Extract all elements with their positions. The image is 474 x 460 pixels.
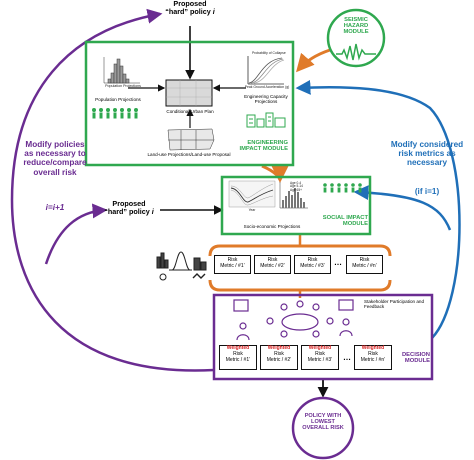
socioeconomic-bar-chart <box>279 182 308 209</box>
fragility-x-label: Peak Ground Acceleration (g) <box>244 85 290 89</box>
socioeconomic-label: Socio-economic Projections <box>243 224 301 229</box>
left-loop-text: Modify policies as necessary to reduce/c… <box>23 140 87 177</box>
weighted-metric-1-word: Risk <box>233 350 243 357</box>
weighted-metric-1-w: Weighted <box>226 345 250 351</box>
weighted-metric-2-label: Metric / #2’ <box>266 356 292 363</box>
risk-metric-2-word: Risk <box>267 257 278 263</box>
fragility-curves-chart <box>247 56 285 85</box>
legend-item-1: Age 0-4 <box>290 181 302 185</box>
weighted-metric-n-word: Risk <box>368 350 378 357</box>
risk-metric-3-label: Metric / #3’ <box>300 263 325 269</box>
decision-module-box <box>212 293 434 381</box>
population-axis-label: Population Projections <box>105 84 141 88</box>
landuse-map <box>167 128 215 151</box>
seismic-module-title: SEISMIC HAZARD MODULE <box>343 17 369 36</box>
left-loop-counter: i=i+1 <box>45 203 65 212</box>
landuse-label: Land-use Projections/Land-use Proposal <box>147 152 231 157</box>
decision-module-title: DECISION MODULE <box>401 352 430 365</box>
social-legend: Age 0-4 Age 5-14 Age 65+ <box>290 181 316 192</box>
engineering-building-icons <box>246 112 286 128</box>
risk-metric-3-word: Risk <box>307 257 318 263</box>
weighted-metric-3-w: Weighted <box>308 345 332 351</box>
legend-item-2: Age 5-14 <box>290 184 303 189</box>
seismic-to-engineering <box>296 48 331 73</box>
population-projections-label: Population Projections <box>95 97 141 102</box>
stakeholder-icons <box>233 299 354 341</box>
engineering-to-social <box>261 164 289 183</box>
right-loop-condition: (if i=1) <box>414 187 440 196</box>
socioeconomic-line-chart <box>228 180 276 208</box>
weighted-metric-2-w: Weighted <box>267 345 291 351</box>
top-policy-line1: Proposed <box>173 0 207 8</box>
right-loop-branch <box>353 185 452 231</box>
weighted-metrics-ellipsis: … <box>343 353 351 362</box>
stakeholder-label: Stakeholder Participation and Feedback <box>364 299 425 309</box>
fragility-y-label: Probability of Collapse <box>252 51 286 55</box>
risk-analysis-icons <box>156 251 207 281</box>
risk-metric-n: Risk Metric / #n’ <box>346 255 383 274</box>
weighted-metric-3-word: Risk <box>315 350 325 357</box>
weighted-metric-2: Weighted Risk Metric / #2’ <box>260 345 298 370</box>
risk-metric-3: Risk Metric / #3’ <box>294 255 331 274</box>
mid-policy-line2: “hard” policy i <box>104 206 154 216</box>
right-loop-text: Modify considered risk metrics as necess… <box>390 140 464 168</box>
engineering-module-box <box>84 40 295 167</box>
weighted-metric-1: Weighted Risk Metric / #1’ <box>219 345 257 370</box>
risk-metric-1-label: Metric / #1’ <box>220 263 245 269</box>
risk-metric-n-label: Metric / #n’ <box>352 263 377 269</box>
social-module-box <box>220 175 372 236</box>
seismic-wave-icon <box>336 43 376 61</box>
risk-metrics-brace-bottom <box>208 279 392 292</box>
weighted-metric-n-label: Metric / #n’ <box>360 356 386 363</box>
risk-metrics-brace-top <box>208 244 392 257</box>
social-module-title: SOCIAL IMPACT MODULE <box>322 215 368 228</box>
top-policy-line2: “hard” policy i <box>165 6 215 16</box>
urban-plan-label: Conditional Urban Plan <box>166 109 214 114</box>
risk-metrics-ellipsis: … <box>334 258 342 267</box>
mid-policy-label: Proposed “hard” policy i <box>98 200 160 215</box>
outcome-label: POLICY WITH LOWEST OVERALL RISK <box>302 413 344 431</box>
weighted-metric-n: Weighted Risk Metric / #n’ <box>354 345 392 370</box>
urban-plan-map <box>165 79 213 107</box>
engineering-module-title: ENGINEERING IMPACT MODULE <box>239 140 288 153</box>
weighted-metric-3-label: Metric / #3’ <box>307 356 333 363</box>
population-histogram <box>103 57 140 84</box>
risk-metric-1: Risk Metric / #1’ <box>214 255 251 274</box>
left-feedback-loop <box>10 8 215 372</box>
seismic-module-circle <box>326 8 386 68</box>
risk-metric-2-label: Metric / #2’ <box>260 263 285 269</box>
weighted-metric-n-w: Weighted <box>361 345 385 351</box>
risk-metric-n-word: Risk <box>359 257 370 263</box>
capacity-projections-label: Engineering Capacity Projections <box>244 94 288 104</box>
social-people-icons <box>323 183 362 193</box>
outcome-circle <box>291 396 355 460</box>
weighted-metric-1-label: Metric / #1’ <box>225 356 251 363</box>
left-loop-branch <box>44 203 108 265</box>
right-feedback-loop <box>295 79 461 339</box>
population-people-icons <box>92 108 138 119</box>
legend-item-3: Age 65+ <box>290 187 302 192</box>
weighted-metric-3: Weighted Risk Metric / #3’ <box>301 345 339 370</box>
weighted-metric-2-word: Risk <box>274 350 284 357</box>
top-policy-label: Proposed “hard” policy i <box>144 0 236 15</box>
mid-policy-line1: Proposed <box>112 199 146 208</box>
year-axis-label: Year <box>248 208 256 212</box>
risk-metric-1-word: Risk <box>227 257 238 263</box>
risk-metric-2: Risk Metric / #2’ <box>254 255 291 274</box>
